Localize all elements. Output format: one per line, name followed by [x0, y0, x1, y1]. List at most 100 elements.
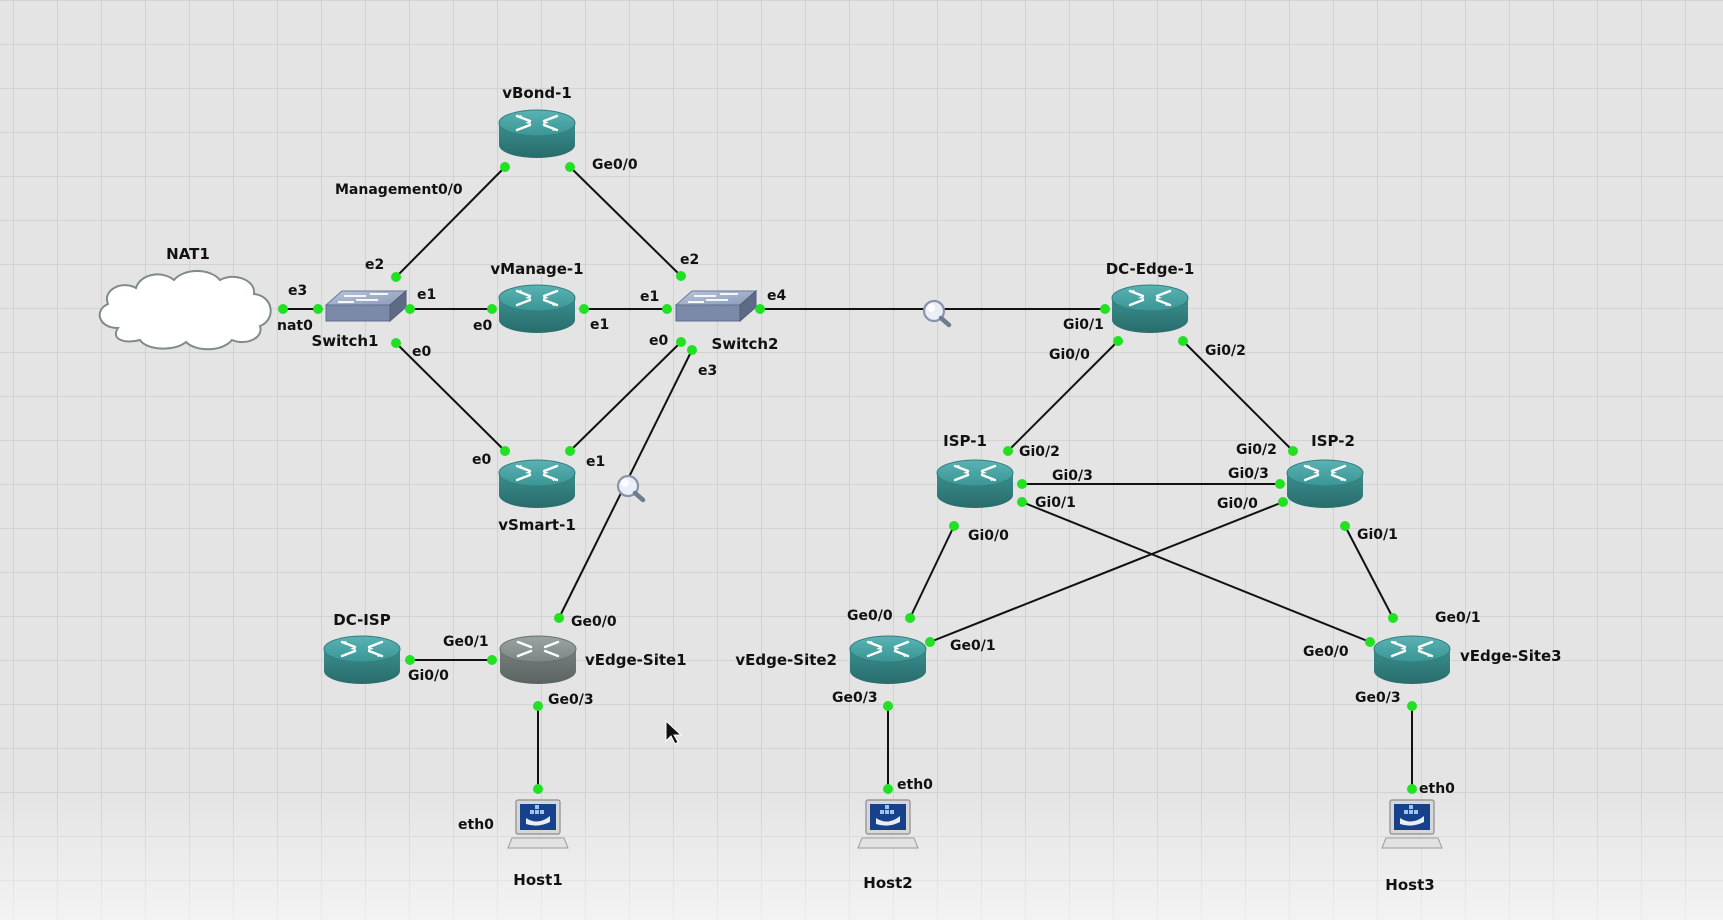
- port-dot[interactable]: [278, 304, 288, 314]
- router-icon: [498, 634, 578, 686]
- port-dot[interactable]: [1388, 613, 1398, 623]
- port-label: Gi0/3: [1228, 466, 1269, 482]
- port-dot[interactable]: [313, 304, 323, 314]
- link-isp1-vedge2[interactable]: [909, 525, 955, 619]
- port-dot[interactable]: [905, 613, 915, 623]
- port-dot[interactable]: [1288, 446, 1298, 456]
- port-dot[interactable]: [391, 272, 401, 282]
- port-dot[interactable]: [949, 521, 959, 531]
- device-label-vmanage: vManage-1: [490, 260, 583, 278]
- port-dot[interactable]: [579, 304, 589, 314]
- port-dots: [278, 162, 1417, 794]
- host1-node[interactable]: [507, 799, 569, 849]
- port-dot[interactable]: [1407, 701, 1417, 711]
- port-label: e3: [698, 363, 717, 379]
- device-label-vedge3: vEdge-Site3: [1460, 647, 1562, 665]
- port-dot[interactable]: [925, 637, 935, 647]
- port-dot[interactable]: [565, 446, 575, 456]
- port-dot[interactable]: [687, 345, 697, 355]
- vedge3-node[interactable]: [1372, 634, 1452, 686]
- link-switch1-vbond[interactable]: [395, 166, 506, 278]
- port-label: Ge0/3: [1355, 690, 1401, 706]
- link-dcedge-isp1[interactable]: [1007, 340, 1119, 452]
- port-label: Gi0/0: [1217, 496, 1258, 512]
- port-dot[interactable]: [676, 271, 686, 281]
- host3-node[interactable]: [1381, 799, 1443, 849]
- port-dot[interactable]: [676, 337, 686, 347]
- nat1-node[interactable]: [98, 270, 272, 351]
- port-dot[interactable]: [405, 304, 415, 314]
- device-label-isp2: ISP-2: [1311, 432, 1355, 450]
- port-label: nat0: [277, 318, 313, 334]
- router-icon: [848, 634, 928, 686]
- port-dot[interactable]: [1365, 637, 1375, 647]
- port-dot[interactable]: [1003, 446, 1013, 456]
- device-label-dcedge: DC-Edge-1: [1106, 260, 1195, 278]
- port-dot[interactable]: [1113, 336, 1123, 346]
- port-dot[interactable]: [405, 655, 415, 665]
- port-dot[interactable]: [1017, 497, 1027, 507]
- device-label-switch1: Switch1: [312, 332, 379, 350]
- port-dot[interactable]: [755, 304, 765, 314]
- port-label: Gi0/2: [1019, 444, 1060, 460]
- port-dot[interactable]: [1340, 521, 1350, 531]
- port-label: e3: [288, 283, 307, 299]
- port-dot[interactable]: [554, 613, 564, 623]
- port-label: Gi0/2: [1205, 343, 1246, 359]
- port-dot[interactable]: [1100, 304, 1110, 314]
- port-label: Ge0/1: [443, 634, 489, 650]
- vsmart-node[interactable]: [497, 458, 577, 510]
- dcisp-node[interactable]: [322, 634, 402, 686]
- port-dot[interactable]: [565, 162, 575, 172]
- router-icon: [1372, 634, 1452, 686]
- port-label: e0: [473, 318, 492, 334]
- host2-node[interactable]: [857, 799, 919, 849]
- link-isp2-vedge3[interactable]: [1344, 525, 1394, 619]
- docker-host-icon: [507, 799, 569, 849]
- port-dot[interactable]: [662, 304, 672, 314]
- port-label: Ge0/0: [847, 608, 893, 624]
- port-dot[interactable]: [500, 446, 510, 456]
- port-label: Gi0/0: [968, 528, 1009, 544]
- port-dot[interactable]: [1407, 784, 1417, 794]
- port-dot[interactable]: [883, 784, 893, 794]
- vedge1-node[interactable]: [498, 634, 578, 686]
- port-label: Ge0/3: [832, 690, 878, 706]
- link-vsmart-switch2[interactable]: [569, 341, 682, 452]
- port-label: eth0: [1419, 781, 1455, 797]
- switch1-node[interactable]: [325, 290, 407, 322]
- port-label: e2: [680, 252, 699, 268]
- port-dot[interactable]: [500, 162, 510, 172]
- vbond-node[interactable]: [497, 108, 577, 160]
- isp1-node[interactable]: [935, 458, 1015, 510]
- isp2-node[interactable]: [1285, 458, 1365, 510]
- port-dot[interactable]: [533, 701, 543, 711]
- switch2-node[interactable]: [675, 290, 757, 322]
- port-label: e1: [640, 289, 659, 305]
- port-dot[interactable]: [487, 655, 497, 665]
- port-dot[interactable]: [1275, 479, 1285, 489]
- port-label: e1: [417, 287, 436, 303]
- port-dot[interactable]: [1178, 336, 1188, 346]
- link-isp1-vedge3[interactable]: [1021, 501, 1371, 643]
- port-label: eth0: [897, 777, 933, 793]
- port-dot[interactable]: [487, 304, 497, 314]
- port-label: e1: [590, 317, 609, 333]
- port-dot[interactable]: [1017, 479, 1027, 489]
- router-icon: [497, 108, 577, 160]
- port-dot[interactable]: [883, 701, 893, 711]
- port-dot[interactable]: [533, 784, 543, 794]
- device-label-dcisp: DC-ISP: [333, 611, 390, 629]
- vmanage-node[interactable]: [497, 283, 577, 335]
- device-label-vedge1: vEdge-Site1: [585, 651, 687, 669]
- port-dot[interactable]: [391, 338, 401, 348]
- dcedge-node[interactable]: [1110, 283, 1190, 335]
- vedge2-node[interactable]: [848, 634, 928, 686]
- link-vbond-switch2[interactable]: [569, 166, 682, 277]
- link-switch1-vsmart[interactable]: [395, 342, 506, 452]
- link-dcedge-isp2[interactable]: [1182, 340, 1294, 452]
- link-isp2-vedge2[interactable]: [929, 501, 1284, 643]
- port-label: Gi0/3: [1052, 468, 1093, 484]
- port-dot[interactable]: [1278, 497, 1288, 507]
